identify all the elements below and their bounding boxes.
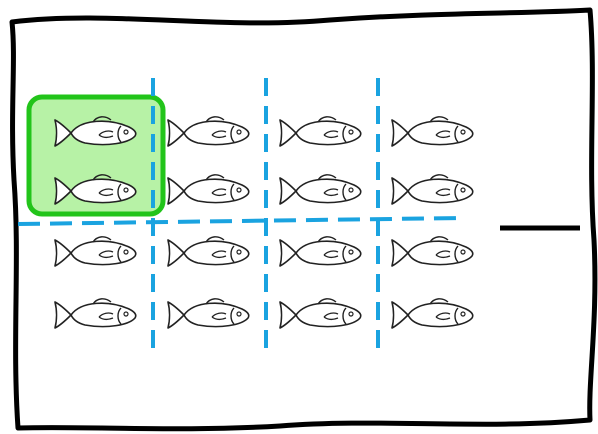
fish-icon xyxy=(391,235,474,267)
fish-icon xyxy=(167,235,250,267)
fish-icon xyxy=(279,115,362,147)
fish-icon xyxy=(279,173,362,205)
fish-icon xyxy=(391,173,474,205)
frame-border xyxy=(9,7,598,432)
divider-lines xyxy=(17,78,463,355)
fish-icon xyxy=(54,297,137,329)
fish-icon xyxy=(279,297,362,329)
fish-icon xyxy=(167,115,250,147)
fish-icon xyxy=(167,173,250,205)
fish-icon xyxy=(391,115,474,147)
horizontal-divider xyxy=(17,216,463,226)
fish-icon xyxy=(391,297,474,329)
fish-icon xyxy=(54,235,137,267)
fish-icon xyxy=(279,235,362,267)
fish-icon xyxy=(167,297,250,329)
